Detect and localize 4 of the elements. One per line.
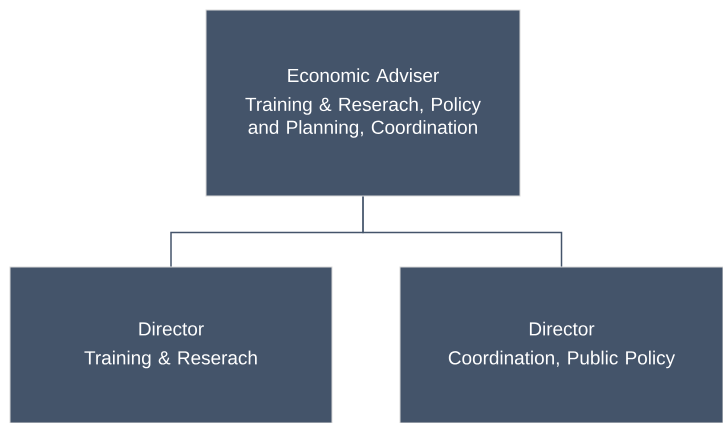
position-box: Economic Adviser Training & Reserach, Policy and Planning, Coordination <box>206 10 520 196</box>
connector-line <box>362 196 562 266</box>
position-box: Director Coordination, Public Policy <box>400 266 723 423</box>
position-box: Director Training & Reserach <box>10 266 332 423</box>
